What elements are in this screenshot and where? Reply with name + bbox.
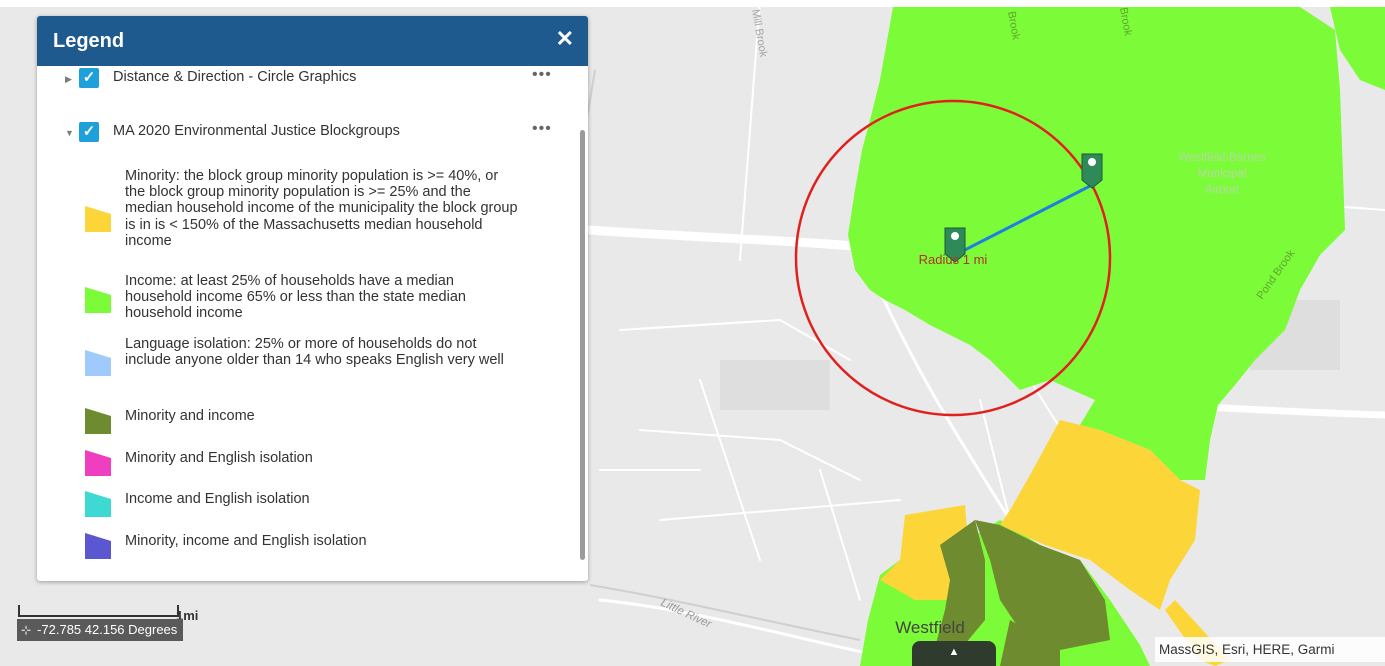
legend-title: Legend — [53, 30, 125, 52]
close-icon[interactable]: ✕ — [555, 26, 574, 51]
layer-row-ej-blockgroups[interactable]: ▼ ✓ MA 2020 Environmental Justice Blockg… — [37, 120, 588, 148]
legend-item-label: Minority: the block group minority popul… — [125, 168, 518, 249]
legend-item-label: Minority and income — [125, 408, 255, 424]
legend-scrollbar[interactable] — [580, 130, 585, 560]
legend-item-label: Income: at least 25% of households have … — [125, 273, 466, 322]
map-block-gray — [720, 360, 830, 410]
brook-label: Brook — [1005, 10, 1022, 41]
layer-name: MA 2020 Environmental Justice Blockgroup… — [113, 123, 400, 139]
bottom-panel-toggle[interactable]: ▲ — [912, 641, 996, 666]
scale-bar — [18, 605, 179, 617]
more-options-icon[interactable]: ••• — [532, 120, 552, 137]
end-marker[interactable] — [1081, 153, 1103, 189]
road-network — [585, 0, 1385, 662]
layer-checkbox[interactable]: ✓ — [79, 122, 99, 142]
minority-income-region — [1000, 620, 1060, 666]
radius-label: Radius 1 mi — [919, 252, 988, 267]
airport-label-line3: Airport — [1205, 184, 1240, 196]
airport-label-line2: Municipal — [1198, 168, 1247, 180]
layer-row-distance-direction[interactable]: ▶ ✓ Distance & Direction - Circle Graphi… — [37, 66, 588, 94]
collapse-triangle-icon[interactable]: ▼ — [65, 128, 74, 138]
town-label: Westfield — [895, 618, 965, 637]
swatch-income — [85, 287, 111, 313]
legend-item-label: Language isolation: 25% or more of house… — [125, 336, 504, 369]
minority-region — [880, 505, 970, 600]
layer-name: Distance & Direction - Circle Graphics — [113, 69, 357, 85]
map-attribution: MassGIS, Esri, HERE, Garmi — [1155, 637, 1385, 662]
legend-item-label: Minority, income and English isolation — [125, 533, 367, 549]
expand-triangle-icon[interactable]: ▶ — [65, 74, 72, 84]
legend-panel: Legend ✕ ▶ ✓ Distance & Direction - Circ… — [37, 16, 588, 581]
coordinate-text: -72.785 42.156 Degrees — [37, 622, 178, 637]
swatch-minority — [85, 206, 111, 232]
crosshair-icon[interactable]: ⊹ — [21, 623, 32, 637]
direction-line[interactable] — [954, 183, 1093, 257]
swatch-minority-income-english — [85, 533, 111, 559]
legend-item-label: Minority and English isolation — [125, 450, 313, 466]
minority-region — [1000, 420, 1200, 610]
center-marker[interactable] — [944, 227, 966, 263]
minority-income-region — [975, 520, 1110, 650]
swatch-minority-income — [85, 408, 111, 434]
income-region — [1330, 7, 1385, 90]
map-top-border — [0, 0, 1385, 7]
brook-label: Brook — [1117, 6, 1134, 37]
legend-item-label: Income and English isolation — [125, 491, 310, 507]
radius-circle[interactable] — [794, 99, 1112, 417]
legend-header: Legend ✕ — [37, 16, 588, 66]
airport-label-line1: Westfield-Barnes — [1178, 152, 1266, 164]
minority-income-region — [930, 520, 985, 666]
swatch-income-english — [85, 491, 111, 517]
chevron-up-icon[interactable]: ▲ — [948, 646, 960, 658]
layer-checkbox[interactable]: ✓ — [79, 68, 99, 88]
swatch-minority-english — [85, 450, 111, 476]
coordinate-readout[interactable]: ⊹ -72.785 42.156 Degrees — [17, 619, 184, 641]
more-options-icon[interactable]: ••• — [532, 66, 552, 83]
swatch-language-isolation — [85, 350, 111, 376]
income-region — [848, 7, 1345, 480]
